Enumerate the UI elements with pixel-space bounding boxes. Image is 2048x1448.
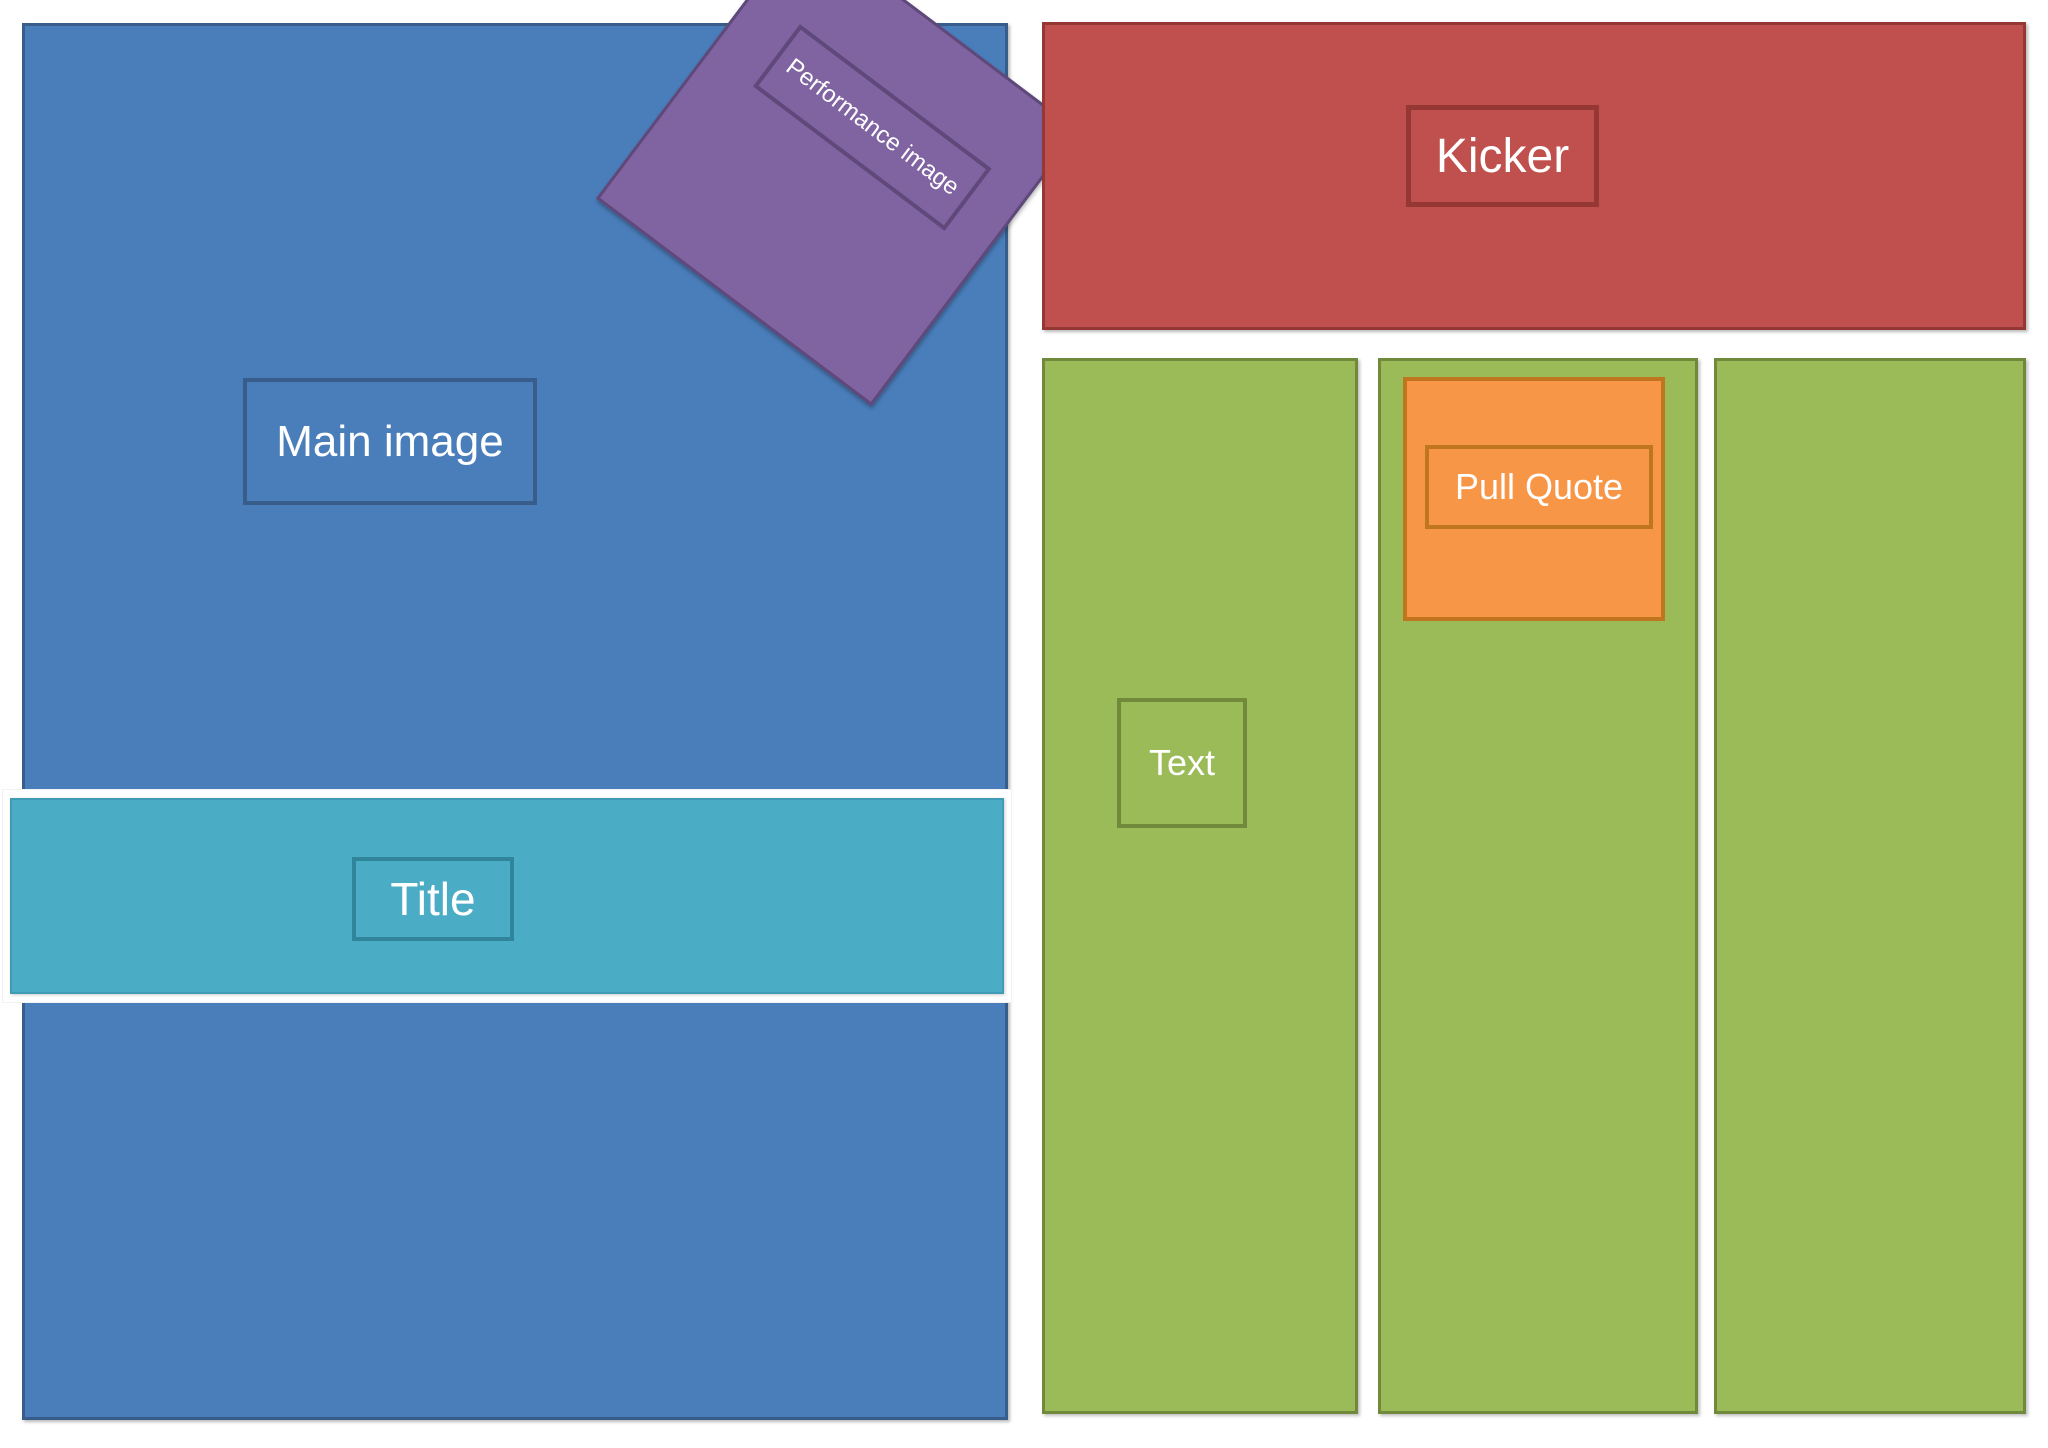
- title-placeholder[interactable]: Title: [10, 798, 1004, 994]
- text-column-1-placeholder[interactable]: Text: [1042, 358, 1358, 1414]
- text-column-3-placeholder[interactable]: [1714, 358, 2026, 1414]
- performance-image-label: Performance image: [780, 53, 965, 201]
- text-label-chip: Text: [1117, 698, 1247, 828]
- kicker-label: Kicker: [1435, 129, 1570, 183]
- main-image-label: Main image: [276, 416, 504, 466]
- pull-quote-label: Pull Quote: [1454, 466, 1624, 507]
- text-column-2-placeholder[interactable]: Pull Quote: [1378, 358, 1698, 1414]
- pull-quote-label-chip: Pull Quote: [1425, 445, 1653, 529]
- pull-quote-placeholder[interactable]: Pull Quote: [1403, 377, 1665, 621]
- kicker-label-chip: Kicker: [1406, 105, 1599, 207]
- main-image-label-chip: Main image: [243, 378, 537, 505]
- title-label: Title: [390, 873, 476, 925]
- performance-image-label-chip: Performance image: [752, 24, 992, 231]
- kicker-placeholder[interactable]: Kicker: [1042, 22, 2026, 330]
- text-label: Text: [1148, 742, 1216, 783]
- title-label-chip: Title: [352, 857, 514, 941]
